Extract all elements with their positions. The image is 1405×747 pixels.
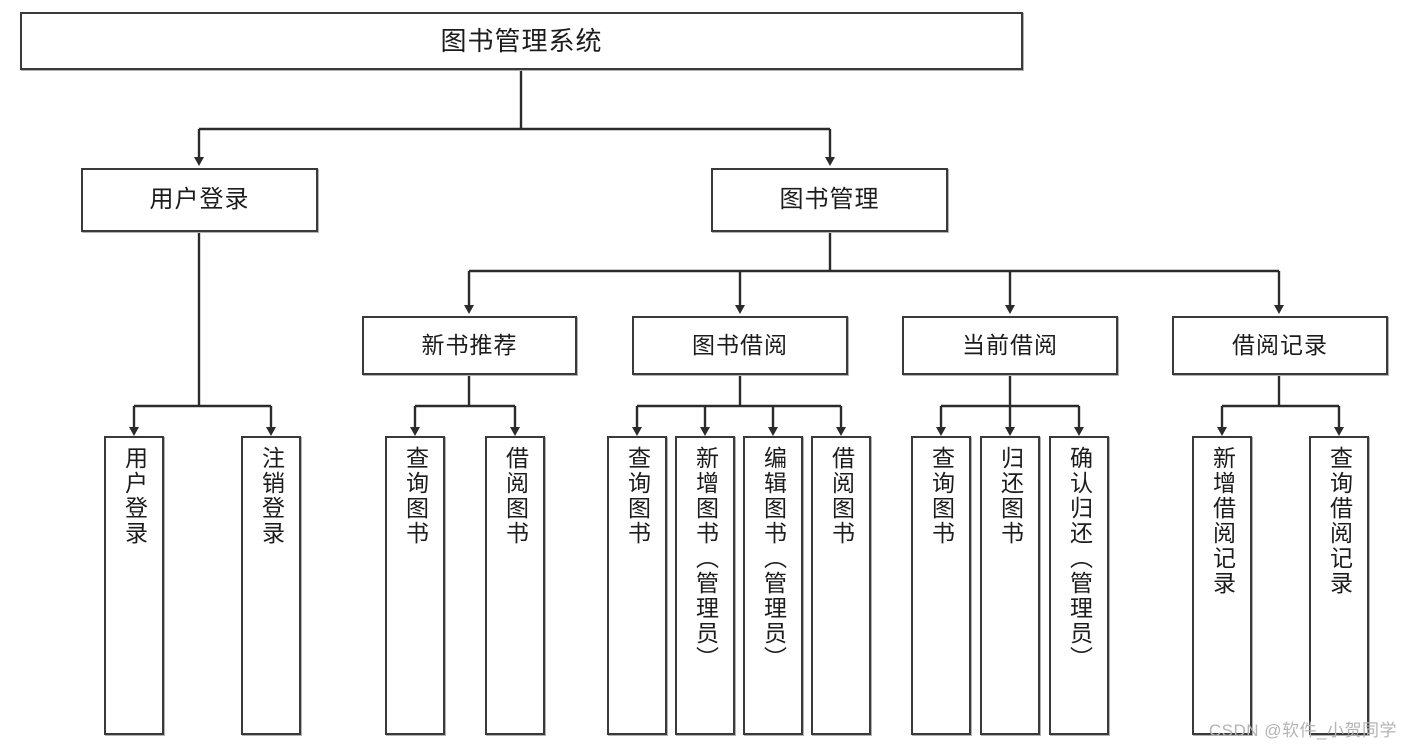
csdn-watermark: CSDN @软件_小贺同学 [1208, 721, 1397, 740]
node-label: 用户登录 [149, 186, 250, 213]
node-book-borrow[interactable]: 图书借阅 [632, 316, 848, 375]
node-label: 注销登录 [258, 446, 285, 546]
node-user-login[interactable]: 用户登录 [81, 168, 318, 232]
node-label: 图书借阅 [692, 332, 788, 358]
node-current-borrow[interactable]: 当前借阅 [902, 316, 1118, 375]
node-label: 编辑图书（管理员） [760, 446, 787, 671]
node-label: 确认归还（管理员） [1066, 446, 1093, 671]
node-book-management-system[interactable]: 图书管理系统 [20, 12, 1023, 70]
node-label: 查询借阅记录 [1326, 446, 1353, 596]
leaf-add-book-admin[interactable]: 新增图书（管理员） [675, 436, 735, 735]
leaf-borrow-book-recommend[interactable]: 借阅图书 [485, 436, 545, 735]
node-label: 借阅记录 [1232, 332, 1328, 358]
node-label: 借阅图书 [502, 446, 529, 546]
node-book-management[interactable]: 图书管理 [711, 168, 948, 232]
node-label: 新增图书（管理员） [692, 446, 719, 671]
leaf-user-login[interactable]: 用户登录 [104, 436, 164, 735]
node-label: 借阅图书 [828, 446, 855, 546]
leaf-borrow-book[interactable]: 借阅图书 [811, 436, 871, 735]
leaf-confirm-return-admin[interactable]: 确认归还（管理员） [1049, 436, 1109, 735]
node-label: 新书推荐 [421, 332, 518, 358]
leaf-query-book-borrow[interactable]: 查询图书 [607, 436, 667, 735]
leaf-query-borrow-record[interactable]: 查询借阅记录 [1309, 436, 1369, 735]
node-label: 新增借阅记录 [1209, 446, 1236, 596]
node-borrow-record[interactable]: 借阅记录 [1172, 316, 1388, 375]
node-label: 归还图书 [997, 446, 1024, 546]
node-label: 查询图书 [402, 446, 429, 546]
leaf-add-borrow-record[interactable]: 新增借阅记录 [1192, 436, 1252, 735]
leaf-query-book-recommend[interactable]: 查询图书 [385, 436, 445, 735]
node-label: 图书管理 [779, 186, 880, 213]
node-label: 用户登录 [121, 446, 148, 546]
node-label: 当前借阅 [962, 332, 1058, 358]
node-label: 查询图书 [928, 446, 955, 546]
node-new-book-recommend[interactable]: 新书推荐 [362, 316, 577, 375]
node-label: 图书管理系统 [440, 26, 603, 56]
leaf-edit-book-admin[interactable]: 编辑图书（管理员） [743, 436, 803, 735]
node-label: 查询图书 [624, 446, 651, 546]
leaf-query-book-current[interactable]: 查询图书 [911, 436, 971, 735]
leaf-return-book[interactable]: 归还图书 [980, 436, 1040, 735]
leaf-logout[interactable]: 注销登录 [241, 436, 301, 735]
